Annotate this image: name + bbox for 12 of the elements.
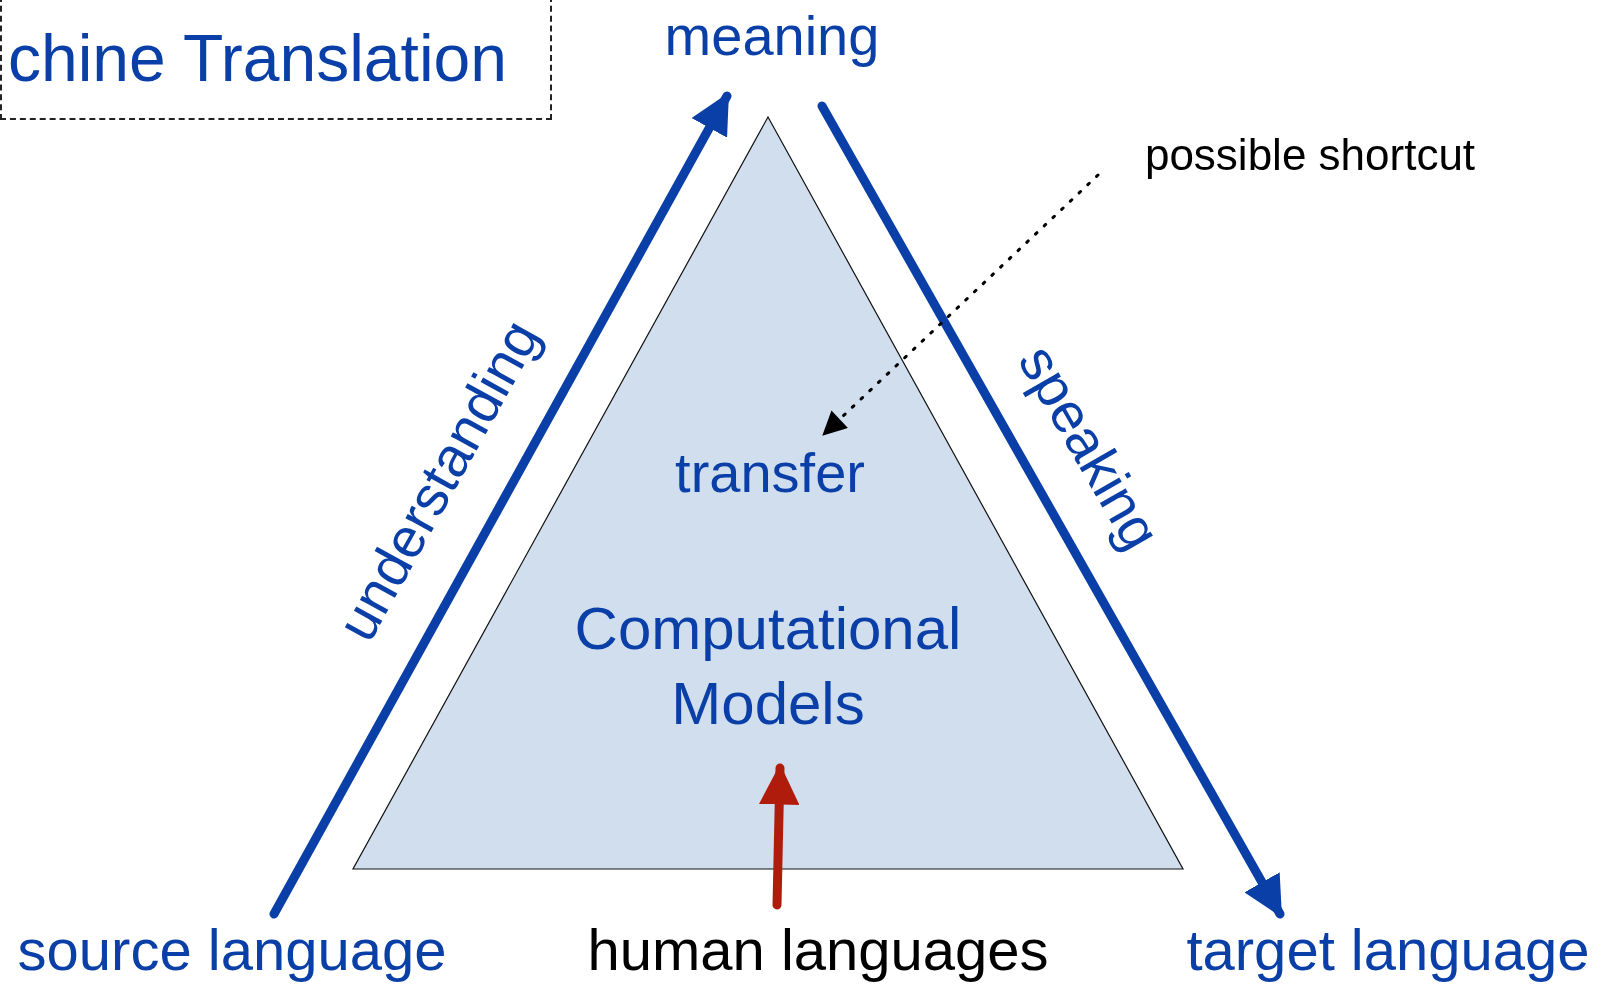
caption-label: human languages: [587, 918, 1049, 982]
language-label: target language: [1186, 918, 1590, 982]
node-text: Computational Models: [573, 593, 963, 739]
note-label: possible shortcut: [1144, 130, 1476, 180]
title-box: chine Translation: [0, 0, 552, 120]
language-label: source language: [17, 918, 447, 982]
arrow: [758, 763, 800, 910]
arrow: [269, 91, 732, 919]
dotted-arrow: [822, 173, 1100, 436]
text-label: transfer: [675, 439, 865, 505]
concept-label: meaning: [664, 5, 880, 67]
arrow: [817, 101, 1285, 919]
